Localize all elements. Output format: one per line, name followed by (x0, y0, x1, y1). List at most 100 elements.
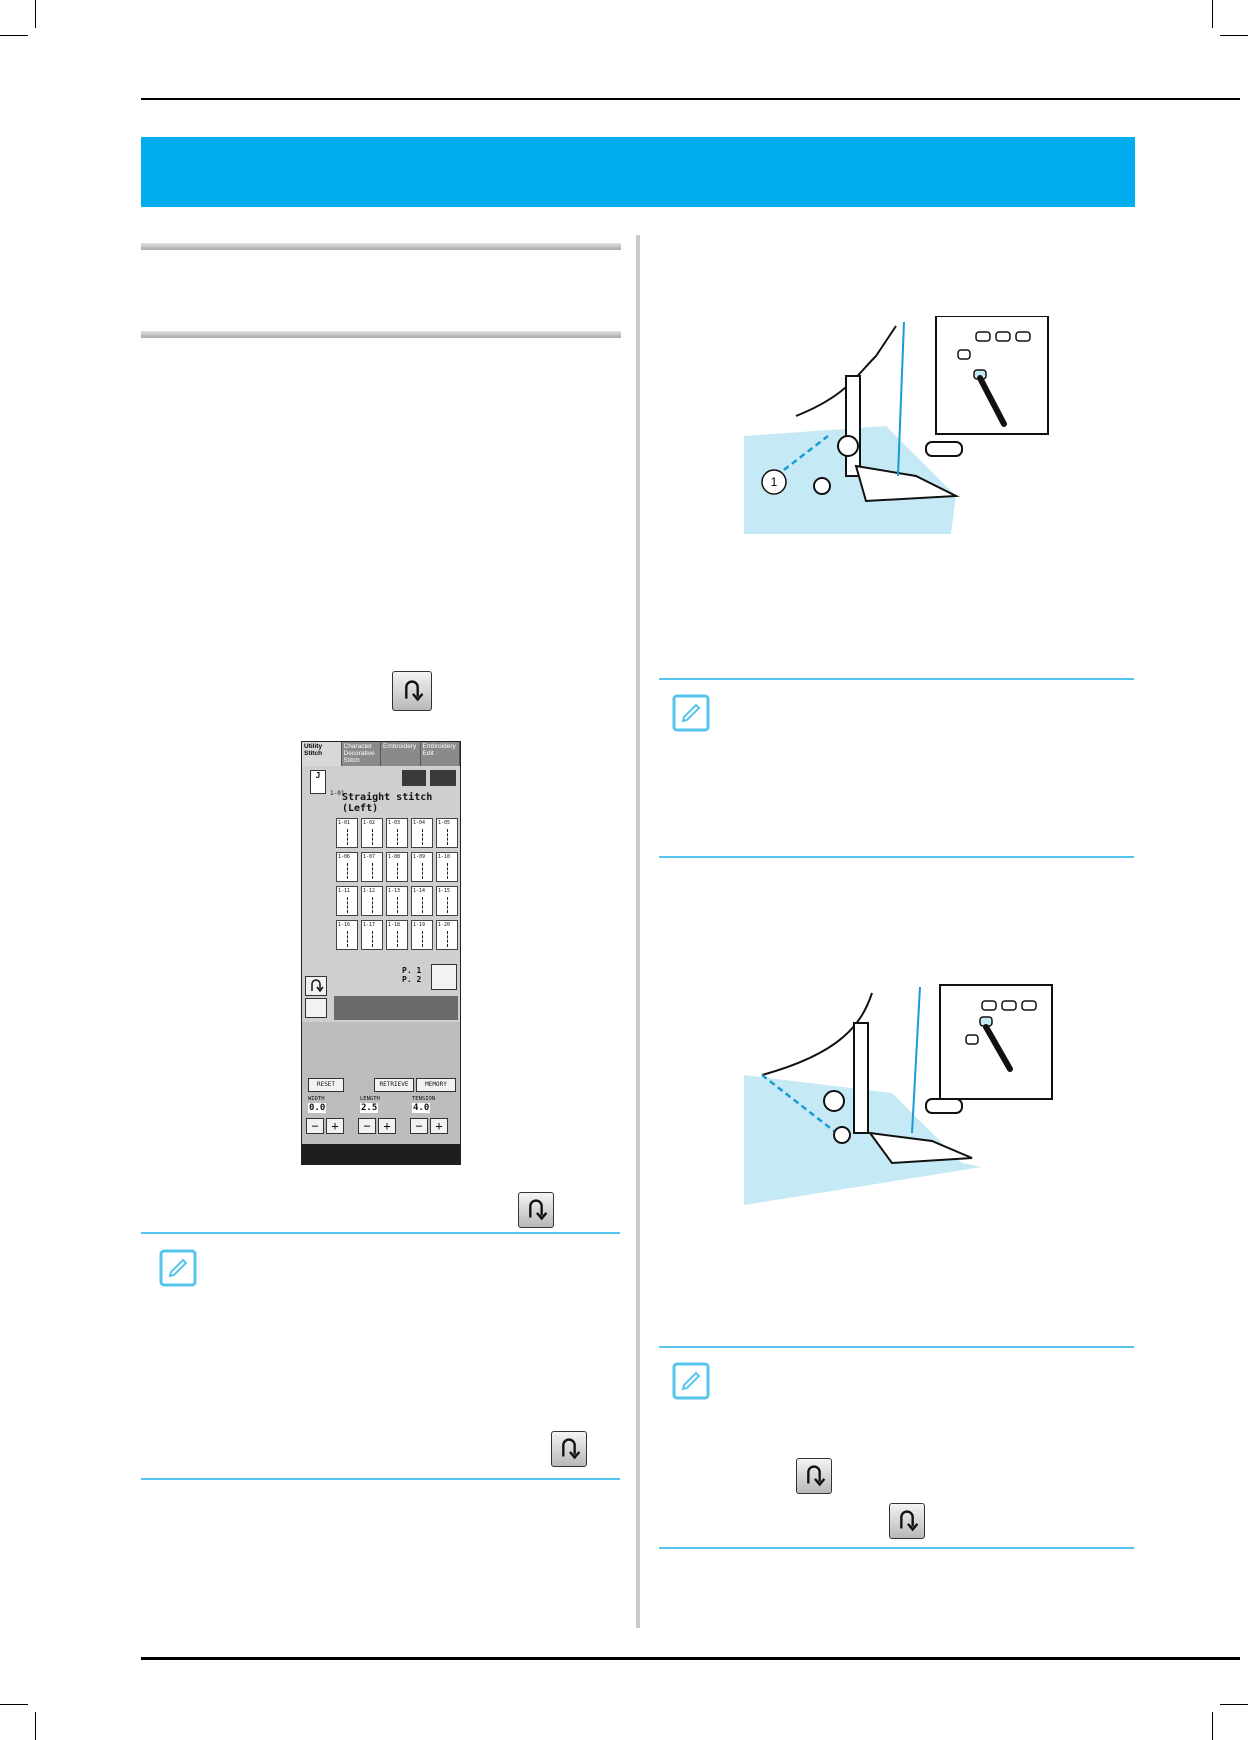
tension-plus-button[interactable]: + (430, 1118, 448, 1134)
inset-frame (935, 316, 1049, 435)
stitch-cell[interactable]: 1-07 (361, 852, 383, 882)
stitch-cell[interactable]: 1-16 (336, 920, 358, 950)
crop-mark (35, 1712, 36, 1740)
stitch-code: 1-06 (338, 854, 351, 860)
stitch-cell[interactable]: 1-06 (336, 852, 358, 882)
stitch-cell[interactable]: 1-03 (386, 818, 408, 848)
screen-footer-bar (302, 1144, 460, 1164)
memo-top-line (141, 1232, 620, 1234)
stitch-code: 1-08 (388, 854, 401, 860)
reverse-stitch-key-icon (392, 671, 432, 711)
stitch-code: 1-14 (413, 888, 426, 894)
stitch-code: 1-15 (438, 888, 451, 894)
header-rule (141, 98, 1240, 100)
stitch-cell[interactable]: 1-17 (361, 920, 383, 950)
screen-tabs: Utility Stitch Character Decorative Stit… (302, 742, 460, 766)
stitch-code: 1-02 (363, 820, 376, 826)
tab-character-decorative-stitch[interactable]: Character Decorative Stitch (341, 742, 381, 766)
stitch-cell[interactable]: 1-08 (386, 852, 408, 882)
stitch-pattern-icon (447, 863, 449, 879)
stitch-cell[interactable]: 1-13 (386, 886, 408, 916)
memo-bottom-line (659, 856, 1134, 858)
stitch-code: 1-09 (413, 854, 426, 860)
tab-embroidery[interactable]: Embroidery (381, 742, 421, 766)
stitch-code: 1-12 (363, 888, 376, 894)
stitch-cell[interactable]: 1-18 (386, 920, 408, 950)
stitch-cell[interactable]: 1-20 (436, 920, 458, 950)
tab-embroidery-edit[interactable]: Embroidery Edit (420, 742, 460, 766)
memory-button[interactable]: MEMORY (416, 1078, 456, 1092)
reverse-stitch-key-icon (518, 1192, 554, 1228)
callout-number: 1 (771, 475, 778, 489)
memo-bottom-line (659, 1547, 1134, 1549)
stitch-cell[interactable]: 1-09 (411, 852, 433, 882)
fabric-shape (744, 426, 956, 534)
lcd-screen: Utility Stitch Character Decorative Stit… (301, 741, 461, 1165)
stitch-pattern-icon (372, 897, 374, 913)
chapter-banner (141, 137, 1135, 207)
stitch-cell[interactable]: 1-15 (436, 886, 458, 916)
stitch-pattern-icon (347, 931, 349, 947)
stitch-code: 1-07 (363, 854, 376, 860)
stitch-code: 1-19 (413, 922, 426, 928)
stitch-pattern-icon (397, 863, 399, 879)
page-turn-button[interactable] (431, 964, 457, 990)
stitch-code: 1-18 (388, 922, 401, 928)
stitch-code: 1-04 (413, 820, 426, 826)
stitch-code: 1-10 (438, 854, 451, 860)
thread-cutter-icon[interactable] (305, 998, 327, 1018)
stitch-code: 1-05 (438, 820, 451, 826)
stitch-cell[interactable]: 1-10 (436, 852, 458, 882)
length-plus-button[interactable]: + (378, 1118, 396, 1134)
stitch-cell[interactable]: 1-14 (411, 886, 433, 916)
stitch-pattern-icon (447, 829, 449, 845)
stitch-cell[interactable]: 1-01 (336, 818, 358, 848)
stitch-code: 1-17 (363, 922, 376, 928)
stitch-grid: 1-01 1-02 1-03 1-04 1-05 1-06 1-07 1-08 1-09 1-10… (336, 818, 458, 950)
tension-label: TENSION (412, 1096, 436, 1102)
stitch-code: 1-13 (388, 888, 401, 894)
crop-mark (1220, 1704, 1248, 1705)
page-current: P. 1 (402, 966, 422, 975)
stitch-cell[interactable]: 1-04 (411, 818, 433, 848)
stitch-cell[interactable]: 1-02 (361, 818, 383, 848)
stitch-pattern-icon (347, 863, 349, 879)
stitch-pattern-icon (397, 897, 399, 913)
presser-foot-icon: J (310, 770, 326, 794)
retrieve-button[interactable]: RETRIEVE (374, 1078, 414, 1092)
width-minus-button[interactable]: − (306, 1118, 324, 1134)
reverse-stitch-key-icon (796, 1458, 832, 1494)
stitch-cell[interactable]: 1-19 (411, 920, 433, 950)
stitch-code: 1-01 (338, 820, 351, 826)
reverse-stitch-key-icon (551, 1431, 587, 1467)
tension-minus-button[interactable]: − (410, 1118, 428, 1134)
sewing-foot-illustration-1: 1 (744, 316, 1049, 534)
stitch-cell[interactable]: 1-05 (436, 818, 458, 848)
stitch-category-buttons[interactable] (334, 996, 458, 1020)
reset-button[interactable]: RESET (308, 1078, 344, 1092)
width-label: WIDTH (308, 1096, 325, 1102)
tab-utility-stitch[interactable]: Utility Stitch (302, 742, 342, 766)
stitch-pattern-icon (397, 829, 399, 845)
stitch-pattern-icon (422, 863, 424, 879)
crop-mark (1212, 0, 1213, 28)
crop-mark (1220, 35, 1248, 36)
length-minus-button[interactable]: − (358, 1118, 376, 1134)
stitch-pattern-icon (372, 931, 374, 947)
stitch-pattern-icon (372, 863, 374, 879)
thread-setting-button[interactable] (402, 770, 426, 786)
reverse-stitch-button[interactable] (305, 976, 327, 996)
section-heading-bottom-bar (141, 331, 621, 338)
stitch-cell[interactable]: 1-11 (336, 886, 358, 916)
settings-panel (302, 1022, 460, 1164)
stitch-pattern-icon (397, 931, 399, 947)
length-value: 2.5 (360, 1103, 379, 1113)
memo-top-line (659, 1346, 1134, 1348)
footer-rule (141, 1657, 1240, 1660)
stitch-code: 1-20 (438, 922, 451, 928)
stitch-cell[interactable]: 1-12 (361, 886, 383, 916)
width-plus-button[interactable]: + (326, 1118, 344, 1134)
stitch-code: 1-03 (388, 820, 401, 826)
stitch-info-button[interactable] (430, 770, 456, 786)
tension-value: 4.0 (412, 1103, 431, 1113)
